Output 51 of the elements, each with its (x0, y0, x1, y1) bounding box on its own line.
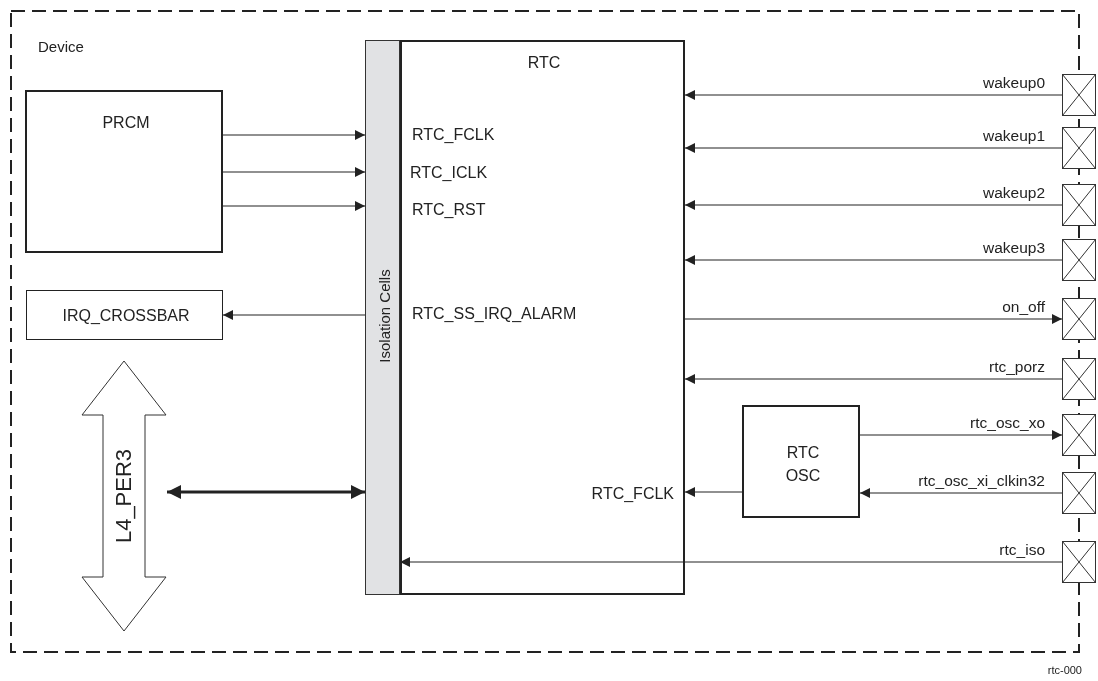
arrow (684, 143, 1063, 153)
arrow (222, 167, 366, 177)
arrow (684, 314, 1063, 324)
function-block (26, 290, 223, 340)
arrow (684, 487, 743, 497)
arrow (399, 557, 1063, 567)
arrow (684, 374, 1063, 384)
signal-label: RTC_SS_IRQ_ALARM (412, 305, 577, 323)
signal-label: RTC_FCLK (591, 485, 674, 503)
device-boundary (10, 10, 1080, 653)
arrow (222, 310, 366, 320)
arrow (684, 200, 1063, 210)
arrow (167, 485, 365, 499)
io-pad (1062, 472, 1096, 514)
bus-double-arrow (81, 360, 167, 632)
signal-label: RTC_RST (412, 201, 486, 219)
block-label: Device (38, 38, 84, 56)
arrow (684, 90, 1063, 100)
arrow (684, 255, 1063, 265)
io-pad (1062, 358, 1096, 400)
edge-label: wakeup0 (982, 74, 1045, 92)
arrow (859, 430, 1063, 440)
arrow (222, 130, 366, 140)
block-label: L4_PER3 (112, 448, 136, 544)
block-label: Isolation Cells (375, 269, 392, 363)
io-pad (1062, 127, 1096, 169)
block-label: RTC (527, 54, 561, 72)
edge-label: wakeup2 (982, 184, 1045, 202)
io-pad (1062, 298, 1096, 340)
io-pad (1062, 414, 1096, 456)
function-block (742, 405, 860, 518)
function-block (400, 40, 685, 595)
isolation-cells-bar (365, 40, 400, 595)
signal-label: RTC_FCLK (412, 126, 495, 144)
arrow (222, 201, 366, 211)
edge-label: on_off (1002, 298, 1045, 316)
edge-label: wakeup3 (982, 239, 1045, 257)
function-block (25, 90, 223, 253)
io-pad (1062, 239, 1096, 281)
block-label: PRCM (102, 114, 150, 132)
edge-label: rtc_osc_xi_clkin32 (918, 472, 1045, 490)
block-label: IRQ_CROSSBAR (62, 307, 190, 325)
edge-label: wakeup1 (982, 127, 1045, 145)
arrow (859, 488, 1063, 498)
figure-id: rtc-000 (1047, 663, 1082, 678)
io-pad (1062, 74, 1096, 116)
io-pad (1062, 541, 1096, 583)
io-pad (1062, 184, 1096, 226)
edge-label: rtc_iso (999, 541, 1045, 559)
signal-label: RTC_ICLK (410, 164, 488, 182)
block-label: RTC OSC (784, 443, 822, 486)
